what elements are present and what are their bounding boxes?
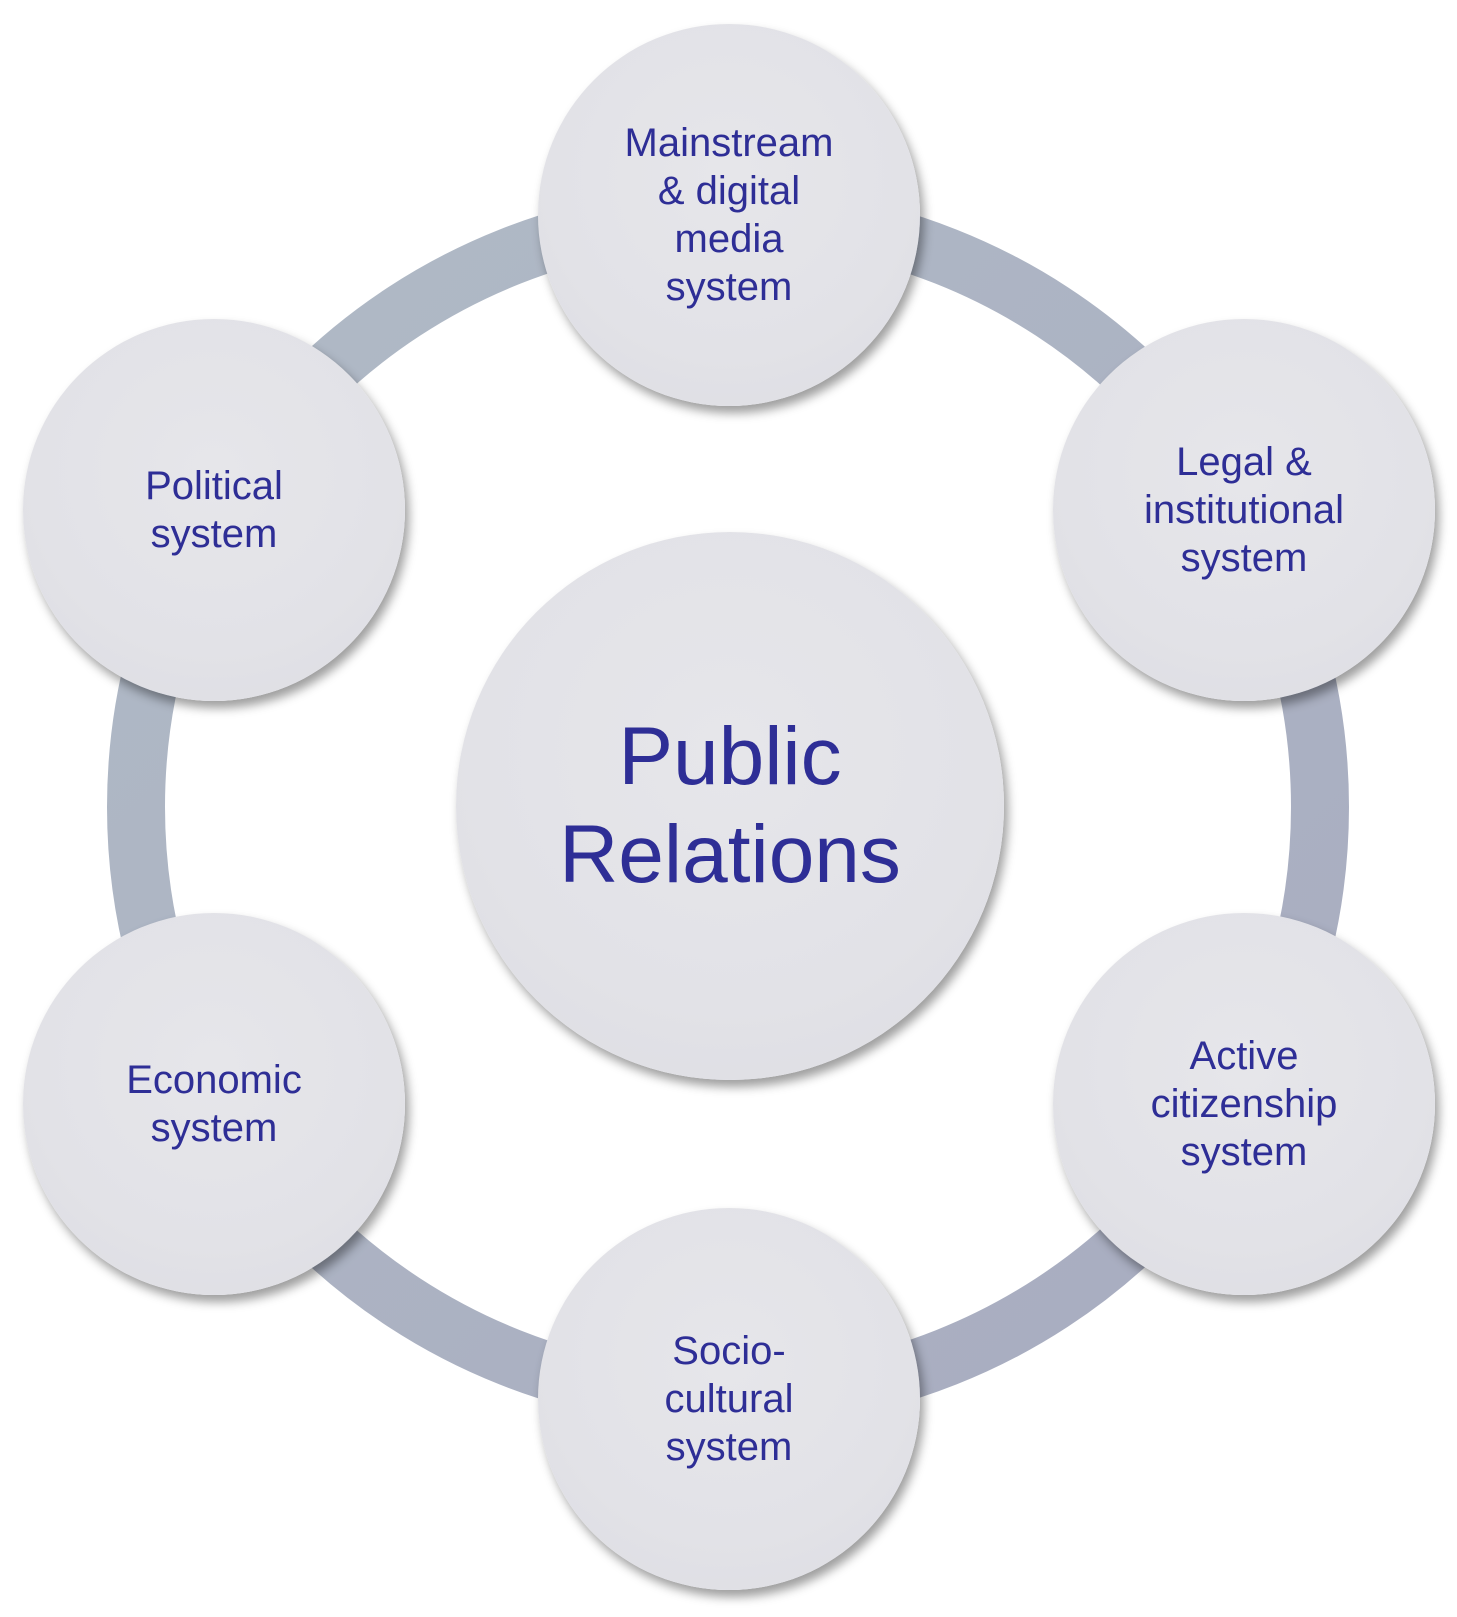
node-political-system: Political system (23, 319, 405, 701)
node-label-legal: Legal & institutional system (1143, 440, 1345, 580)
node-legal-system: Legal & institutional system (1053, 319, 1435, 701)
node-label-political: Political system (145, 464, 283, 556)
node-sociocultural-system: Socio- cultural system (538, 1208, 920, 1590)
node-label-economic: Economic system (126, 1058, 302, 1150)
center-node-public-relations: Public Relations (456, 532, 1004, 1080)
node-label-citizenship: Active citizenship system (1150, 1034, 1338, 1174)
node-label-sociocultural: Socio- cultural system (664, 1329, 794, 1469)
node-media-system: Mainstream & digital media system (538, 24, 920, 406)
node-citizenship-system: Active citizenship system (1053, 913, 1435, 1295)
node-label-media: Mainstream & digital media system (624, 121, 834, 309)
center-label: Public Relations (559, 710, 901, 900)
node-economic-system: Economic system (23, 913, 405, 1295)
